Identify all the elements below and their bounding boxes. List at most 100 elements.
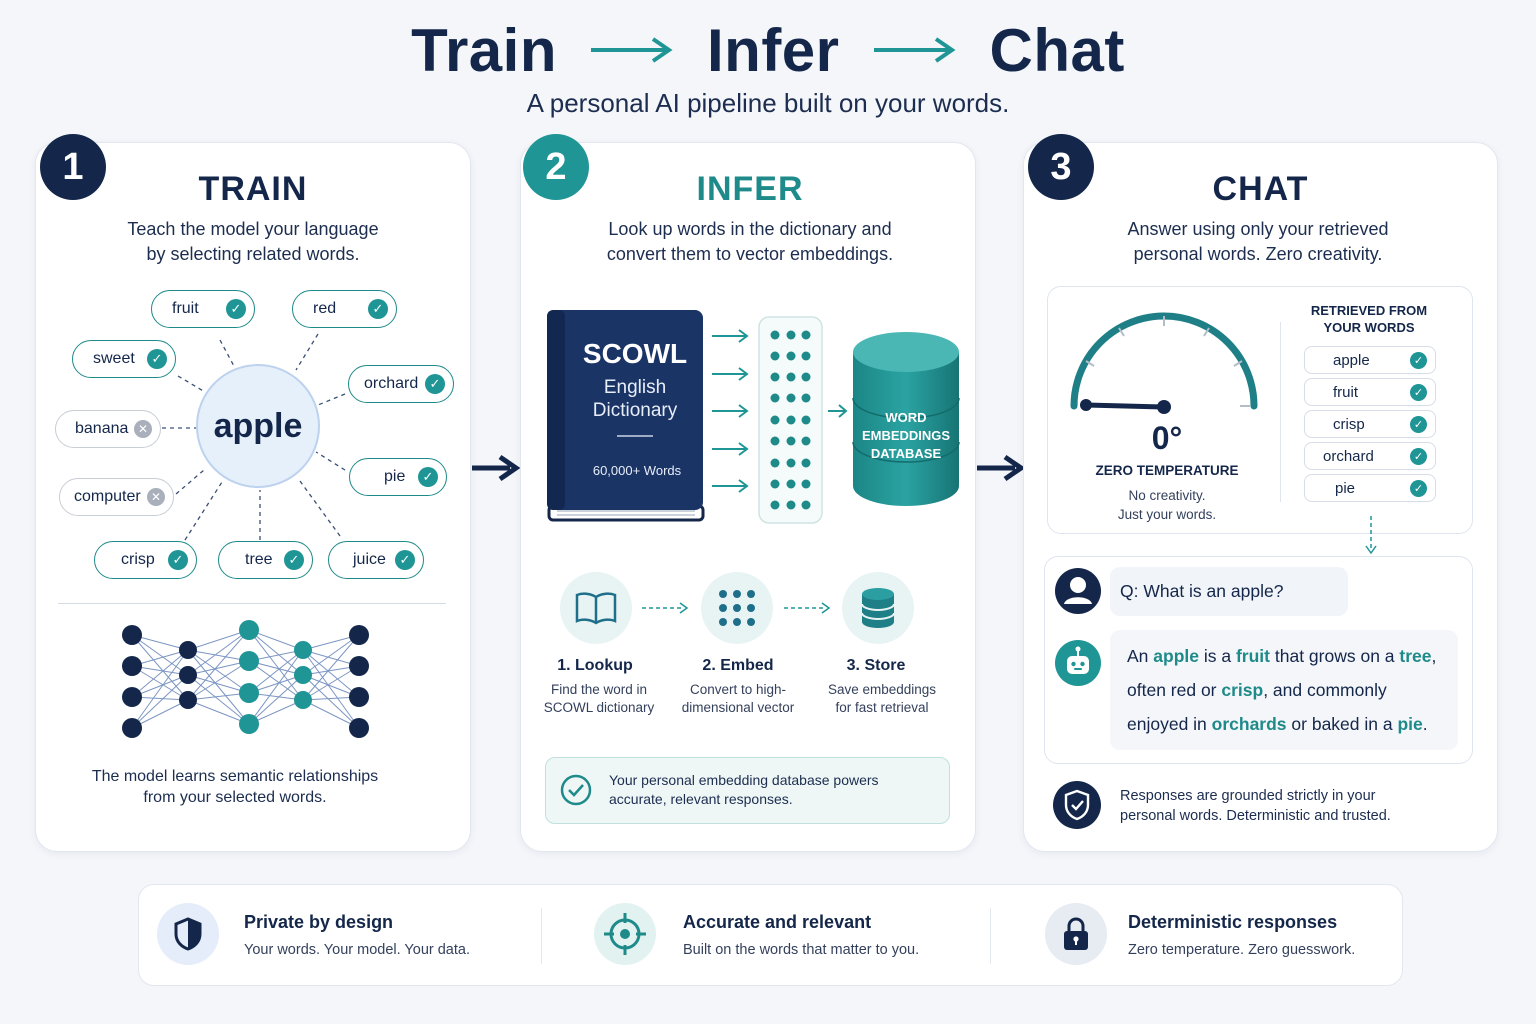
shield-icon (174, 917, 202, 951)
retrieved-word-apple: apple ✓ (1304, 346, 1436, 374)
feature-desc-private: Your words. Your model. Your data. (244, 942, 470, 958)
infer-title: INFER (696, 170, 804, 208)
feature-divider (990, 908, 991, 964)
chat-footer-2: personal words. Deterministic and truste… (1120, 808, 1391, 824)
word-chip-banana[interactable]: banana ✕ (55, 410, 161, 448)
check-icon: ✓ (425, 374, 445, 394)
database-icon (852, 332, 960, 506)
train-footer-1: The model learns semantic relationships (91, 768, 379, 785)
robot-avatar-icon (1055, 640, 1101, 686)
retrieved-word-pie: pie ✓ (1304, 474, 1436, 502)
retrieved-title-2: YOUR WORDS (1323, 320, 1415, 335)
infer-note-2: accurate, relevant responses. (609, 791, 793, 807)
retrieved-word-fruit: fruit ✓ (1304, 378, 1436, 406)
close-icon: ✕ (147, 488, 165, 506)
word-chip-tree[interactable]: tree ✓ (218, 541, 313, 579)
dashed-arrow-down-icon (1365, 516, 1377, 555)
word-chip-red[interactable]: red ✓ (292, 290, 397, 328)
arrow-right-icon (873, 37, 956, 63)
lookup-step-icon (560, 572, 632, 644)
highlight-word: tree (1399, 646, 1432, 666)
check-icon: ✓ (1410, 447, 1427, 465)
retrieved-label: fruit (1333, 383, 1359, 401)
step-desc-store-2: for fast retrieval (835, 700, 929, 715)
check-icon: ✓ (1410, 383, 1427, 401)
highlight-word: crisp (1221, 680, 1264, 700)
answer-bubble (1110, 630, 1458, 750)
panel-divider (1280, 322, 1281, 502)
check-icon: ✓ (284, 550, 304, 570)
shield-check-icon (1053, 781, 1101, 829)
check-icon: ✓ (226, 299, 246, 319)
word-chip-orchard[interactable]: orchard ✓ (348, 365, 454, 403)
retrieved-label: apple (1333, 351, 1370, 369)
word-chip-juice[interactable]: juice ✓ (328, 541, 424, 579)
chip-label: banana (75, 420, 129, 437)
chat-desc-2: personal words. Zero creativity. (1133, 244, 1383, 264)
step-desc-embed-1: Convert to high- (689, 682, 787, 697)
infer-desc-2: convert them to vector embeddings. (606, 244, 894, 264)
retrieved-label: pie (1335, 479, 1356, 497)
close-icon: ✕ (134, 420, 152, 438)
answer-line-3: enjoyed in orchards or baked in a pie. (1127, 714, 1428, 734)
retrieved-word-crisp: crisp ✓ (1304, 410, 1436, 438)
dashed-arrow-icon (642, 602, 689, 614)
db-label-2: EMBEDDINGS (861, 428, 951, 443)
feature-desc-deterministic: Zero temperature. Zero guesswork. (1128, 942, 1356, 958)
infer-note-1: Your personal embedding database powers (609, 772, 879, 788)
step-title-lookup: 1. Lookup (557, 657, 633, 674)
book-title: SCOWL (582, 338, 688, 369)
step-title-embed: 2. Embed (702, 657, 774, 674)
check-icon: ✓ (395, 550, 415, 570)
embed-step-icon (701, 572, 773, 644)
train-footer-2: from your selected words. (143, 789, 327, 806)
arrow-right-icon (591, 37, 673, 63)
db-label-1: WORD (885, 410, 927, 425)
gauge-label: ZERO TEMPERATURE (1095, 463, 1239, 478)
word-chip-sweet[interactable]: sweet ✓ (72, 340, 176, 378)
user-avatar-icon (1055, 568, 1101, 614)
chip-label: pie (384, 468, 406, 485)
word-chip-fruit[interactable]: fruit ✓ (151, 290, 255, 328)
answer-line-2: often red or crisp, and commonly (1127, 680, 1387, 700)
gauge-note-2: Just your words. (1117, 507, 1217, 522)
word-chip-computer[interactable]: computer ✕ (59, 478, 174, 516)
check-icon: ✓ (368, 299, 388, 319)
highlight-word: orchards (1211, 714, 1287, 734)
arrow-right-icon (472, 454, 521, 482)
page-subtitle: A personal AI pipeline built on your wor… (526, 88, 1010, 118)
step-badge-1: 1 (40, 134, 106, 200)
chip-label: tree (245, 551, 273, 568)
gauge-icon (1070, 312, 1258, 414)
header-title-row: Train Infer Chat (0, 14, 1536, 86)
check-icon: ✓ (418, 467, 438, 487)
book-subtitle-2: Dictionary (592, 400, 678, 421)
database-small-icon (861, 588, 895, 628)
chip-label: crisp (121, 551, 155, 568)
chip-label: red (313, 300, 337, 317)
lock-icon (1064, 917, 1088, 950)
dashed-arrow-icon (784, 602, 831, 614)
feature-divider (541, 908, 542, 964)
check-icon: ✓ (1410, 415, 1427, 433)
highlight-word: pie (1397, 714, 1423, 734)
check-icon: ✓ (147, 349, 167, 369)
db-label-3: DATABASE (870, 446, 942, 461)
check-icon: ✓ (1410, 351, 1427, 369)
step-desc-store-1: Save embeddings (827, 682, 937, 697)
feature-icon-private (157, 903, 219, 965)
train-desc-2: by selecting related words. (146, 244, 360, 264)
step-desc-lookup-1: Find the word in (550, 682, 648, 697)
features-bar (138, 884, 1403, 986)
vector-embedding-icon (758, 316, 823, 524)
chip-label: juice (353, 551, 386, 568)
step-badge-3: 3 (1028, 134, 1094, 200)
check-icon: ✓ (168, 550, 188, 570)
target-icon (604, 913, 646, 955)
chip-label: fruit (172, 300, 199, 317)
book-subtitle-1: English (603, 377, 667, 398)
center-word-apple: apple (196, 364, 320, 488)
feature-title-deterministic: Deterministic responses (1128, 912, 1338, 932)
word-chip-pie[interactable]: pie ✓ (349, 458, 447, 496)
word-chip-crisp[interactable]: crisp ✓ (94, 541, 197, 579)
